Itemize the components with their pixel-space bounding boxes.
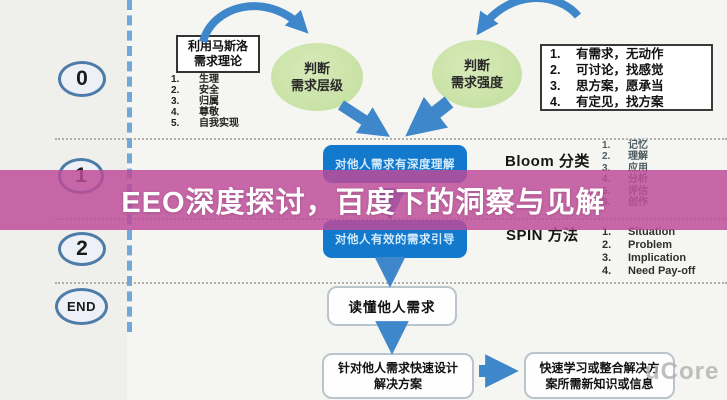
list-item: 1.记忆 (602, 140, 648, 151)
list-item: 3.Implication (602, 252, 687, 264)
phase-label: END (67, 299, 96, 314)
ellipse-text: 需求强度 (450, 75, 503, 90)
swimlane-dashed-divider (127, 0, 132, 332)
phase-label: 0 (76, 67, 88, 90)
maslow-title-line2: 需求理论 (193, 54, 242, 68)
learn-integrate-box: 快速学习或整合解决方 案所需新知识或信息 (524, 352, 675, 399)
judge-need-level-ellipse: 判断 需求层级 (271, 43, 363, 111)
list-item: 3.归属 (171, 96, 219, 107)
phase-circle-2: 2 (58, 232, 106, 266)
page-title: EEO深度探讨，百度下的洞察与见解 (121, 187, 606, 219)
phase-label: 2 (76, 237, 88, 260)
box-text: 读懂他人需求 (348, 300, 436, 315)
list-item: 1.有需求，无动作 (550, 46, 664, 61)
spin-method-label: SPIN 方法 (506, 227, 579, 244)
box-text: 对他人有效的需求引导 (335, 234, 455, 246)
box-text: 解决方案 (373, 377, 422, 391)
list-item: 5.自我实现 (171, 118, 239, 129)
curved-arrow-to-strength-ellipse (476, 0, 582, 36)
list-item: 2.可讨论，找感觉 (550, 62, 664, 77)
read-needs-box: 读懂他人需求 (327, 286, 457, 326)
box-text: 对他人需求有深度理解 (335, 159, 455, 171)
box-text: 针对他人需求快速设计 (337, 361, 458, 375)
list-item: 2.安全 (171, 85, 219, 96)
list-item: 2.理解 (602, 151, 648, 163)
design-solution-box: 针对他人需求快速设计 解决方案 (322, 353, 474, 399)
judge-need-strength-ellipse: 判断 需求强度 (432, 40, 522, 108)
box-text: 案所需新知识或信息 (545, 376, 654, 391)
list-item: 4.Need Pay-off (602, 265, 696, 277)
phase-separator-line (55, 138, 727, 140)
box-text: 快速学习或整合解决方 (539, 360, 660, 375)
list-item: 1.生理 (171, 74, 219, 85)
ellipse-text: 需求层级 (290, 78, 343, 93)
list-item: 2.Problem (602, 239, 673, 251)
watermark-text: uCore (645, 358, 720, 385)
phase-separator-line (55, 282, 727, 284)
list-item: 4.尊敬 (171, 107, 219, 118)
list-item: 3.思方案，愿承当 (550, 78, 664, 93)
bloom-taxonomy-label: Bloom 分类 (505, 153, 590, 170)
arrow-strength-to-understanding (405, 96, 454, 137)
ellipse-text: 判断 (463, 58, 490, 73)
list-item: 4.有定见，找方案 (550, 94, 664, 109)
phase-circle-end: END (55, 288, 108, 325)
maslow-theory-box: 利用马斯洛 需求理论 (176, 35, 260, 73)
list-item: 3.应用 (602, 162, 648, 174)
title-banner-overlay: EEO深度探讨，百度下的洞察与见解 (0, 170, 727, 230)
phase-circle-0: 0 (58, 61, 106, 97)
ellipse-text: 判断 (303, 61, 330, 76)
arrow-level-to-understanding (338, 100, 391, 137)
maslow-title-line1: 利用马斯洛 (187, 39, 248, 53)
